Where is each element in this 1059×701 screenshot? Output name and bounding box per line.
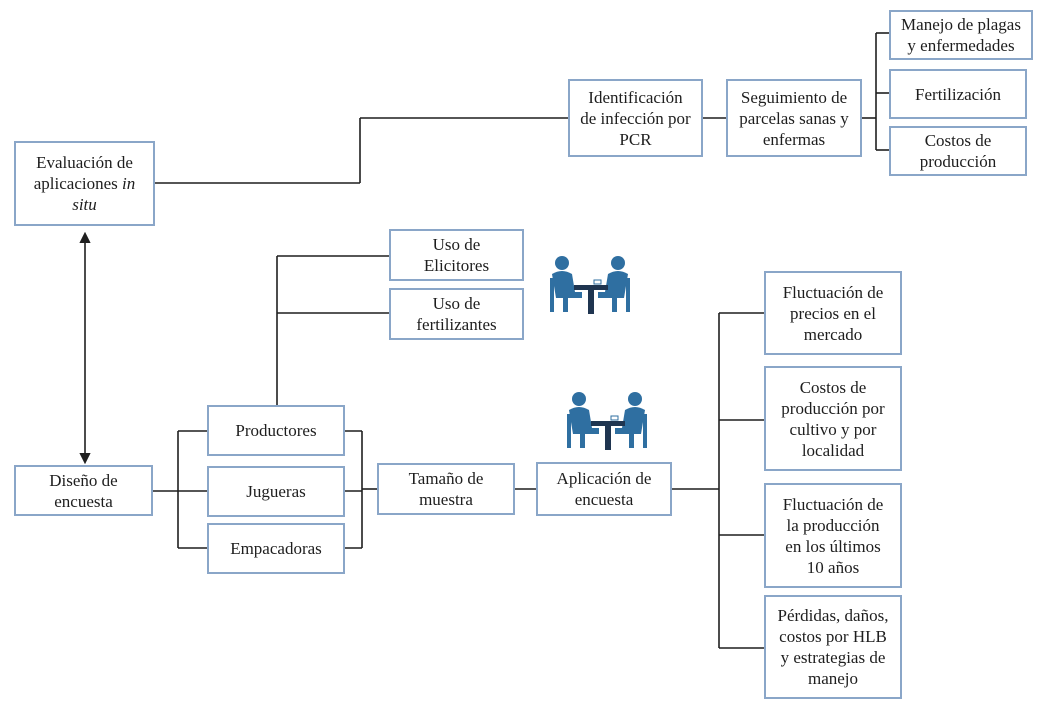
box-evaluacion: Evaluación de aplicaciones in situ: [14, 141, 155, 226]
fertilizantes-label: Uso de fertilizantes: [416, 294, 497, 334]
box-fluctuacion-produccion: Fluctuación de la producción en los últi…: [764, 483, 902, 588]
costos-cultivo-label: Costos de producción por cultivo y por l…: [781, 377, 885, 460]
box-fertilizantes: Uso de fertilizantes: [389, 288, 524, 340]
box-aplicacion-encuesta: Aplicación de encuesta: [536, 462, 672, 516]
box-seguimiento: Seguimiento de parcelas sanas y enfermas: [726, 79, 862, 157]
tamano-label: Tamaño de muestra: [408, 469, 484, 509]
identificacion-label: Identificación de infección por PCR: [580, 87, 691, 149]
box-elicitores: Uso de Elicitores: [389, 229, 524, 281]
costos-produccion-label: Costos de producción: [919, 131, 997, 171]
evaluacion-italic: in situ: [72, 174, 136, 214]
box-jugueras: Jugueras: [207, 466, 345, 517]
meeting-icon: [567, 392, 647, 450]
manejo-label: Manejo de plagas y enfermedades: [901, 15, 1021, 55]
fertilizacion-label: Fertilización: [915, 84, 1001, 104]
box-fluctuacion-precios: Fluctuación de precios en el mercado: [764, 271, 902, 355]
jugueras-label: Jugueras: [246, 482, 306, 501]
perdidas-label: Pérdidas, daños, costos por HLB y estrat…: [777, 606, 889, 688]
box-tamano-muestra: Tamaño de muestra: [377, 463, 515, 515]
box-costos-cultivo: Costos de producción por cultivo y por l…: [764, 366, 902, 471]
box-costos-produccion: Costos de producción: [889, 126, 1027, 176]
fluctuacion-produccion-label: Fluctuación de la producción en los últi…: [782, 494, 884, 577]
box-diseno-encuesta: Diseño de encuesta: [14, 465, 153, 516]
box-manejo-plagas: Manejo de plagas y enfermedades: [889, 10, 1033, 60]
box-perdidas: Pérdidas, daños, costos por HLB y estrat…: [764, 595, 902, 699]
evaluacion-label: Evaluación de aplicaciones: [33, 153, 133, 193]
fluctuacion-precios-label: Fluctuación de precios en el mercado: [782, 282, 884, 344]
productores-label: Productores: [235, 421, 317, 440]
diseno-label: Diseño de encuesta: [49, 470, 118, 511]
empacadoras-label: Empacadoras: [230, 539, 322, 558]
box-productores: Productores: [207, 405, 345, 456]
box-fertilizacion: Fertilización: [889, 69, 1027, 119]
box-empacadoras: Empacadoras: [207, 523, 345, 574]
box-identificacion: Identificación de infección por PCR: [568, 79, 703, 157]
meeting-icon: [550, 256, 630, 314]
seguimiento-label: Seguimiento de parcelas sanas y enfermas: [739, 87, 849, 149]
elicitores-label: Uso de Elicitores: [423, 235, 490, 275]
aplicacion-label: Aplicación de encuesta: [556, 469, 652, 509]
